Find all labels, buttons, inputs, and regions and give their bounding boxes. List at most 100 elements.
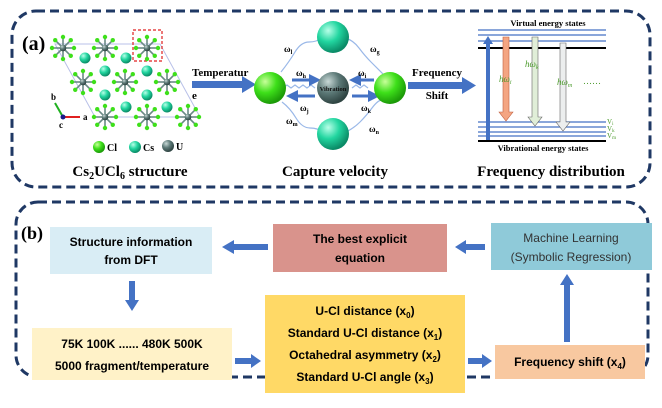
cl-atom	[144, 56, 150, 62]
ucl6-octahedron	[69, 68, 97, 96]
ucl6-octahedron	[174, 103, 202, 131]
transition-arrow-i	[498, 36, 514, 122]
ucl6-octahedron	[111, 68, 139, 96]
cl-atom	[144, 125, 150, 131]
cl-atom	[178, 107, 183, 112]
cl-atom	[95, 122, 100, 127]
temperature-label-cont: e	[192, 90, 197, 102]
cl-atom	[157, 87, 162, 92]
cl-atom	[157, 72, 162, 77]
virtual-states-label: Virtual energy states	[510, 18, 586, 28]
ml-box	[491, 223, 652, 270]
u-atom	[184, 113, 192, 121]
structure-caption: Cs2UCl6 structure	[72, 164, 187, 182]
cl-atom	[102, 103, 108, 109]
cl-atom	[172, 72, 177, 77]
u-atom	[101, 44, 109, 52]
temperature-arrow: Temperatur e	[192, 67, 256, 102]
cl-atom	[71, 45, 77, 51]
omega-i-label: ωi	[358, 68, 367, 80]
legend-u-label: U	[176, 142, 183, 153]
arrow-ml-to-equation	[455, 240, 485, 254]
cl-atom	[164, 68, 170, 74]
omega-h-label: ωh	[296, 68, 307, 80]
cl-atom	[53, 38, 58, 43]
cl-atom	[95, 107, 100, 112]
level-label-i: Vi	[607, 118, 614, 127]
cl-atom	[60, 34, 66, 40]
u-atom	[121, 78, 129, 86]
cl-atom	[178, 122, 183, 127]
u-atom	[143, 113, 151, 121]
cl-atom	[69, 79, 75, 85]
cl-atom	[110, 122, 115, 127]
cl-atom	[196, 114, 202, 120]
cl-atom	[53, 53, 58, 58]
vibration-label: Vibration	[320, 86, 347, 93]
cl-atom	[95, 38, 100, 43]
arrow-temperatures-to-features	[235, 354, 261, 368]
transition-label-m: hωm	[557, 77, 573, 89]
cs-sphere-top	[317, 21, 349, 53]
omega-m-label: ωm	[286, 116, 298, 128]
cl-atom	[193, 107, 198, 112]
u-atom	[163, 78, 171, 86]
cl-atom	[111, 79, 117, 85]
cl-atom	[102, 125, 108, 131]
panel-a-frame	[10, 9, 652, 189]
best-equation-line2: equation	[335, 251, 385, 265]
ucl6-octahedron	[49, 34, 77, 62]
omega-n-label: ωn	[369, 124, 380, 136]
cl-atom	[80, 90, 86, 96]
structure-info-line1: Structure information	[70, 235, 193, 249]
cl-atom	[137, 38, 142, 43]
cs-atom	[141, 89, 153, 101]
level-label-k: Vk	[607, 125, 615, 134]
ucl6-octahedron	[91, 103, 119, 131]
cl-atom	[115, 87, 120, 92]
vibrational-states-label: Vibrational energy states	[498, 143, 590, 153]
cl-atom	[68, 53, 73, 58]
legend-u-swatch	[162, 140, 174, 152]
cs-atom	[99, 65, 111, 77]
cl-atom	[60, 56, 66, 62]
shift-label: Shift	[426, 90, 449, 102]
cl-atom	[133, 114, 139, 120]
ml-line2: (Symbolic Regression)	[511, 250, 632, 264]
best-equation-box	[273, 224, 447, 272]
cl-atom	[133, 45, 139, 51]
cl-atom	[144, 34, 150, 40]
excitation-arrow	[483, 36, 493, 140]
omega-g-label: ωg	[370, 44, 380, 56]
cl-atom	[193, 122, 198, 127]
cl-atom	[110, 107, 115, 112]
u-atom	[59, 44, 67, 52]
legend: Cl Cs U	[93, 140, 183, 154]
cl-atom	[49, 45, 55, 51]
u-atom	[101, 113, 109, 121]
cl-atom	[137, 122, 142, 127]
cl-sphere-left	[254, 72, 286, 104]
u-atom	[143, 44, 151, 52]
cl-atom	[113, 45, 119, 51]
legend-cl-swatch	[93, 141, 105, 153]
panel-a-label: (a)	[22, 33, 45, 55]
legend-cs-label: Cs	[143, 143, 154, 154]
transition-arrow-m	[555, 42, 571, 132]
axis-a-label: a	[83, 112, 88, 122]
cl-atom	[130, 72, 135, 77]
cl-atom	[102, 56, 108, 62]
frequency-shift-target: Frequency shift (x4)	[514, 355, 626, 371]
cs-atom	[161, 101, 173, 113]
cl-sphere-right	[374, 72, 406, 104]
cl-atom	[110, 53, 115, 58]
cl-atom	[73, 87, 78, 92]
cl-atom	[137, 53, 142, 58]
target-box	[495, 345, 645, 379]
cl-atom	[68, 38, 73, 43]
temperature-label: Temperatur	[192, 67, 249, 79]
arrow-features-to-target	[468, 354, 492, 368]
transition-label-i: hωi	[499, 74, 512, 86]
omega-l-label: ωl	[284, 44, 293, 56]
cl-atom	[164, 90, 170, 96]
